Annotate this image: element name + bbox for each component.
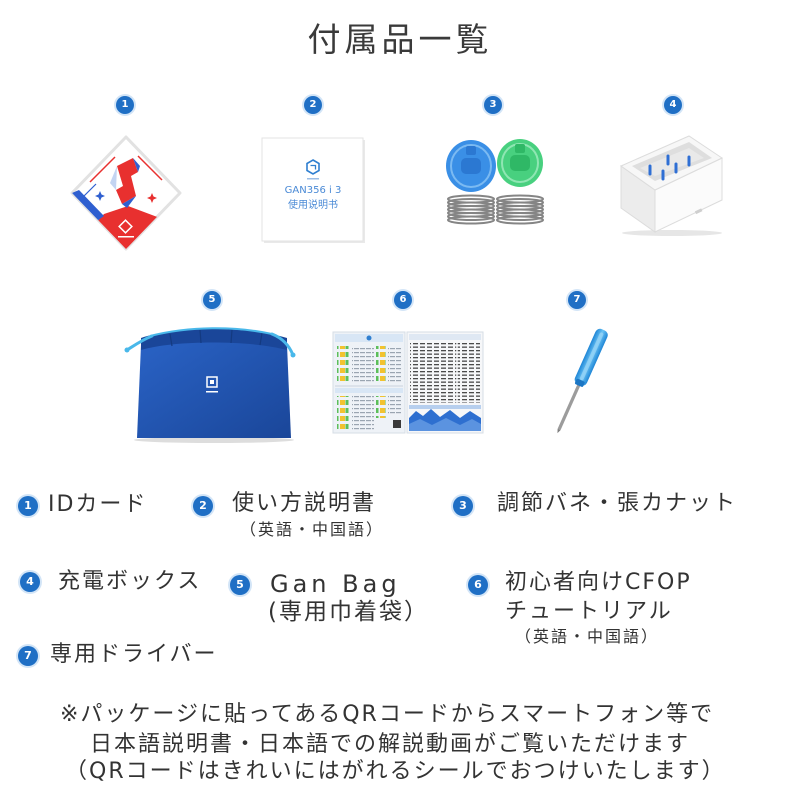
marker-5: 5 — [203, 291, 221, 309]
legend-marker-5: 5 — [230, 575, 250, 595]
legend-label-cfop: 初心者向けCFOP — [505, 570, 692, 595]
legend-label-manual: 使い方説明書 — [232, 491, 377, 516]
legend-marker-7: 7 — [18, 646, 38, 666]
legend-marker-4: 4 — [20, 572, 40, 592]
note-line-2: 日本語説明書・日本語での解説動画がご覧いただけます — [90, 732, 691, 757]
note-line-1: ※パッケージに貼ってあるQRコードからスマートフォン等で — [60, 702, 715, 727]
marker-3: 3 — [484, 96, 502, 114]
legend-marker-2: 2 — [193, 496, 213, 516]
legend-label-springs-nuts: 調節バネ・張カナット — [497, 491, 738, 516]
springs-and-nuts-image — [446, 139, 544, 225]
legend-marker-1: 1 — [18, 496, 38, 516]
legend-marker-3: 3 — [453, 496, 473, 516]
accessory-illustrations: GAN356 i 3 使用说明书 — [70, 135, 724, 443]
marker-4: 4 — [664, 96, 682, 114]
tutorial-sheets-image — [332, 331, 484, 434]
legend-label-tutorial: チュートリアル — [505, 599, 673, 624]
drawstring-bag-image — [124, 327, 296, 443]
note-line-3: （QRコードはきれいにはがれるシールでおつけいたします） — [65, 759, 726, 784]
marker-7: 7 — [568, 291, 586, 309]
bag-logo-icon — [206, 376, 218, 388]
legend-label-charging-box: 充電ボックス — [58, 569, 202, 594]
legend-label-screwdriver: 専用ドライバー — [50, 642, 218, 667]
manual-model-text: GAN356 i 3 — [285, 185, 342, 196]
charging-box-image — [619, 135, 724, 236]
marker-1: 1 — [116, 96, 134, 114]
marker-2: 2 — [304, 96, 322, 114]
legend-marker-6: 6 — [468, 575, 488, 595]
legend-label-gan-bag: Gan Bag — [270, 570, 401, 598]
gan-logo-icon — [306, 159, 320, 175]
legend-sub-manual: （英語・中国語） — [240, 520, 385, 539]
id-card-image — [70, 135, 182, 251]
marker-6: 6 — [394, 291, 412, 309]
manual-image: GAN356 i 3 使用说明书 — [261, 137, 365, 243]
screwdriver-image — [557, 328, 608, 434]
legend-sub-tutorial: （英語・中国語） — [515, 627, 660, 646]
legend-label-id-card: IDカード — [48, 492, 148, 517]
manual-title-text: 使用说明书 — [288, 198, 338, 211]
legend-sub-gan-bag: (専用巾着袋） — [268, 599, 429, 625]
page-title: 付属品一覧 — [307, 20, 493, 59]
